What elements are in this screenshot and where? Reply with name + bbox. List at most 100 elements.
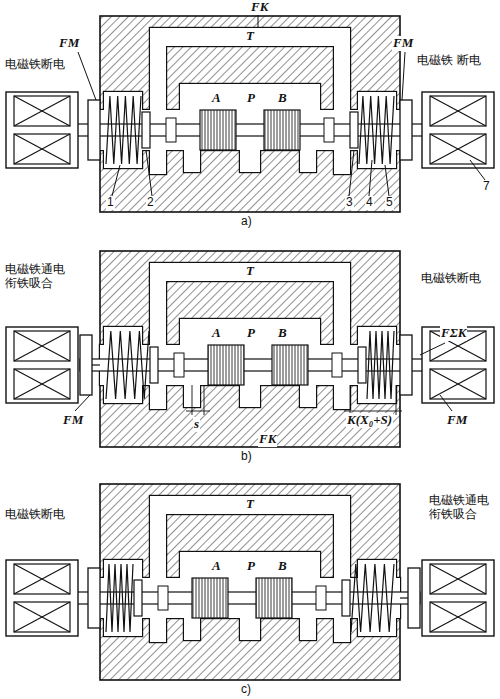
coil-winding <box>430 564 486 594</box>
dimension-line <box>192 385 193 415</box>
spring-seat <box>358 347 366 383</box>
dimension-line <box>186 411 210 412</box>
part-label: FM <box>58 36 80 51</box>
valve-cavity <box>150 46 166 86</box>
valve-housing <box>100 16 400 212</box>
part-label: P <box>246 559 256 574</box>
valve-cavity <box>150 263 350 281</box>
spool-collar <box>166 118 176 142</box>
valve-cavity <box>150 28 350 46</box>
part-label: A <box>211 559 222 574</box>
coil-winding <box>430 602 486 632</box>
leader-line <box>385 165 389 196</box>
leader-line <box>470 160 485 180</box>
spool-land <box>272 345 308 385</box>
coil-winding <box>14 96 70 126</box>
callout-number: 5 <box>385 196 394 210</box>
valve-cavity <box>150 514 166 554</box>
armature <box>400 100 412 160</box>
callout-number: 7 <box>482 180 491 194</box>
spring-seat <box>142 112 150 148</box>
dimension-line <box>204 385 205 415</box>
coil-winding <box>14 602 70 632</box>
note-label: 电磁铁通电 衔铁吸合 <box>4 263 70 291</box>
valve-cavity <box>180 84 320 110</box>
valve-cavity <box>334 281 350 321</box>
part-label: FΣK <box>440 326 467 341</box>
part-label: FM <box>62 413 84 428</box>
coil-winding <box>430 602 486 632</box>
coil-winding <box>14 134 70 164</box>
coil-winding <box>430 96 486 126</box>
spool-collar <box>158 586 168 610</box>
spool-land <box>208 345 244 385</box>
note-label: 电磁铁通电 衔铁吸合 <box>428 494 494 522</box>
solenoid-coil <box>422 327 494 403</box>
armature <box>88 100 100 160</box>
part-label: s <box>193 417 200 432</box>
armature <box>88 568 100 628</box>
spool-rod <box>72 124 428 136</box>
spool-collar <box>332 353 342 377</box>
spring-seat <box>134 580 142 616</box>
part-label: B <box>277 91 288 106</box>
coil-winding <box>14 369 70 399</box>
push-rod <box>92 364 100 365</box>
valve-cavity <box>180 552 320 578</box>
part-label: P <box>246 326 256 341</box>
coil-winding <box>430 602 486 632</box>
solenoid-coil <box>6 327 78 403</box>
coil-winding <box>430 369 486 399</box>
valve-cavity <box>150 281 166 321</box>
valve-cavity <box>334 46 350 86</box>
note-label: 电磁铁断电 <box>4 508 66 522</box>
valve-cavity <box>150 28 350 46</box>
leader-line <box>112 165 120 196</box>
spool-rod <box>64 592 420 604</box>
part-label: P <box>246 91 256 106</box>
part-label: T <box>245 264 255 279</box>
coil-winding <box>14 602 70 632</box>
leader-line <box>369 160 372 196</box>
callout-number: 1 <box>106 196 115 210</box>
coil-winding <box>430 134 486 164</box>
coil-winding <box>14 369 70 399</box>
valve-cavity <box>180 319 320 345</box>
spring-coil <box>359 96 394 164</box>
valve-cavity <box>180 84 320 110</box>
valve-cavity <box>150 496 350 514</box>
coil-winding <box>14 564 70 594</box>
solenoid-coil <box>422 92 494 168</box>
dimension-line <box>344 411 402 412</box>
valve-cavity <box>334 46 350 86</box>
valve-housing <box>100 251 400 447</box>
coil-winding <box>430 369 486 399</box>
spring-coil <box>106 564 133 632</box>
part-label: FK <box>250 0 269 15</box>
coil-winding <box>14 331 70 361</box>
coil-winding <box>14 134 70 164</box>
force-mark <box>75 395 90 411</box>
spring-seat <box>350 112 358 148</box>
spring-seat <box>342 580 350 616</box>
coil-winding <box>14 96 70 126</box>
solenoid-coil <box>422 560 494 636</box>
valve-cavity <box>150 46 166 86</box>
force-mark <box>78 52 96 100</box>
note-label: 电磁铁断电 <box>420 272 482 286</box>
solenoid-coil <box>6 92 78 168</box>
part-label: B <box>277 326 288 341</box>
spool-collar <box>174 353 184 377</box>
armature <box>400 335 412 395</box>
valve-housing <box>100 484 400 680</box>
valve-cavity <box>150 496 350 514</box>
coil-winding <box>14 331 70 361</box>
part-label: A <box>211 91 222 106</box>
part-label: B <box>277 559 288 574</box>
spring-seat <box>150 347 158 383</box>
force-mark <box>420 343 445 355</box>
callout-number: 2 <box>146 196 155 210</box>
armature <box>408 568 420 628</box>
force-mark <box>258 14 259 28</box>
part-label: T <box>245 497 255 512</box>
